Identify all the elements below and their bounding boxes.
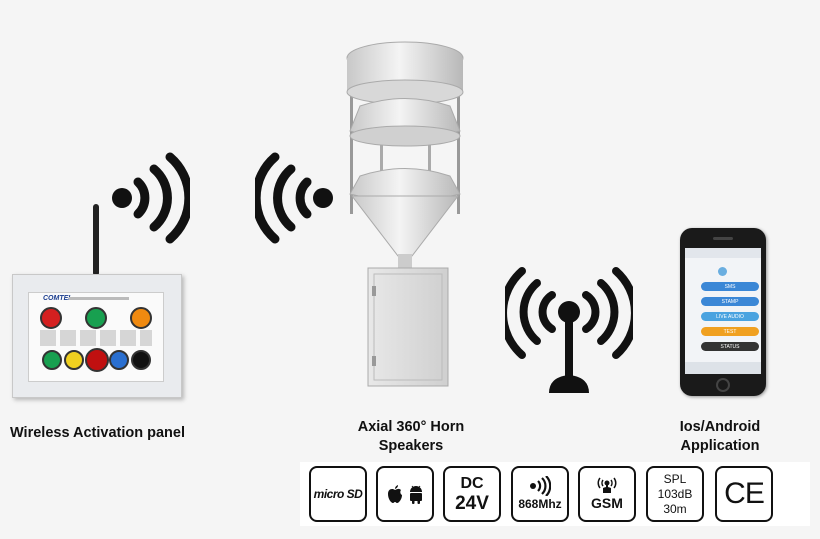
panel-button-green[interactable]: [42, 350, 62, 370]
dc-24v-badge: DC 24V: [443, 466, 501, 522]
antenna-tower-icon: [505, 267, 633, 393]
signal-icon: [530, 476, 551, 496]
gsm-label: GSM: [591, 494, 623, 511]
dc-label: DC: [460, 474, 484, 492]
app-button[interactable]: TEST: [701, 327, 759, 336]
android-icon: [409, 485, 422, 504]
speakers-label-line2: Speakers: [378, 438, 444, 454]
panel-button-black[interactable]: [131, 350, 151, 370]
frequency-badge: 868Mhz: [511, 466, 569, 522]
app-button[interactable]: SMS: [701, 282, 759, 291]
phone-home-button[interactable]: [716, 378, 730, 392]
panel-light-red[interactable]: [40, 307, 62, 329]
panel-antenna: [93, 204, 99, 276]
apple-icon: [387, 484, 402, 503]
panel-label-slots: [40, 330, 152, 346]
phone-screen: SMS STAMP LIVE AUDIO TEST STATUS: [685, 248, 761, 374]
spl-db-label: 103dB: [657, 486, 693, 501]
microsd-badge: micro SD: [309, 466, 367, 522]
spl-badge: SPL 103dB 30m: [646, 466, 704, 522]
app-label-line1: Ios/Android: [679, 419, 761, 435]
app-button[interactable]: STATUS: [701, 342, 759, 351]
spl-label: SPL: [663, 471, 687, 486]
phone-speaker-slot: [713, 237, 733, 240]
platform-badge: [376, 466, 434, 522]
panel-brand: COMTEL: [43, 295, 73, 302]
voltage-label: 24V: [455, 492, 489, 514]
app-logo-icon: [718, 267, 727, 276]
ce-badge: CE: [715, 466, 773, 522]
speakers-label-line1: Axial 360° Horn: [357, 419, 465, 435]
app-tab-bar: [685, 362, 761, 374]
smartphone: SMS STAMP LIVE AUDIO TEST STATUS: [680, 228, 766, 396]
antenna-icon: [597, 477, 617, 493]
panel-light-green[interactable]: [85, 307, 107, 329]
panel-button-yellow[interactable]: [64, 350, 84, 370]
app-label-line2: Application: [680, 438, 760, 454]
activation-panel: COMTEL: [10, 200, 185, 400]
spl-distance-label: 30m: [663, 501, 687, 516]
panel-button-blue[interactable]: [109, 350, 129, 370]
app-button[interactable]: LIVE AUDIO: [701, 312, 759, 321]
frequency-label: 868Mhz: [518, 497, 562, 511]
panel-button-red[interactable]: [85, 348, 109, 372]
ce-mark: CE: [724, 477, 765, 510]
panel-light-orange[interactable]: [130, 307, 152, 329]
microsd-logo: micro SD: [313, 487, 363, 501]
panel-label: Wireless Activation panel: [10, 425, 185, 441]
wireless-signal-icon: [255, 152, 333, 244]
app-button[interactable]: STAMP: [701, 297, 759, 306]
wireless-signal-icon: [112, 152, 190, 244]
horn-speaker-image: [346, 41, 464, 387]
gsm-badge: GSM: [578, 466, 636, 522]
